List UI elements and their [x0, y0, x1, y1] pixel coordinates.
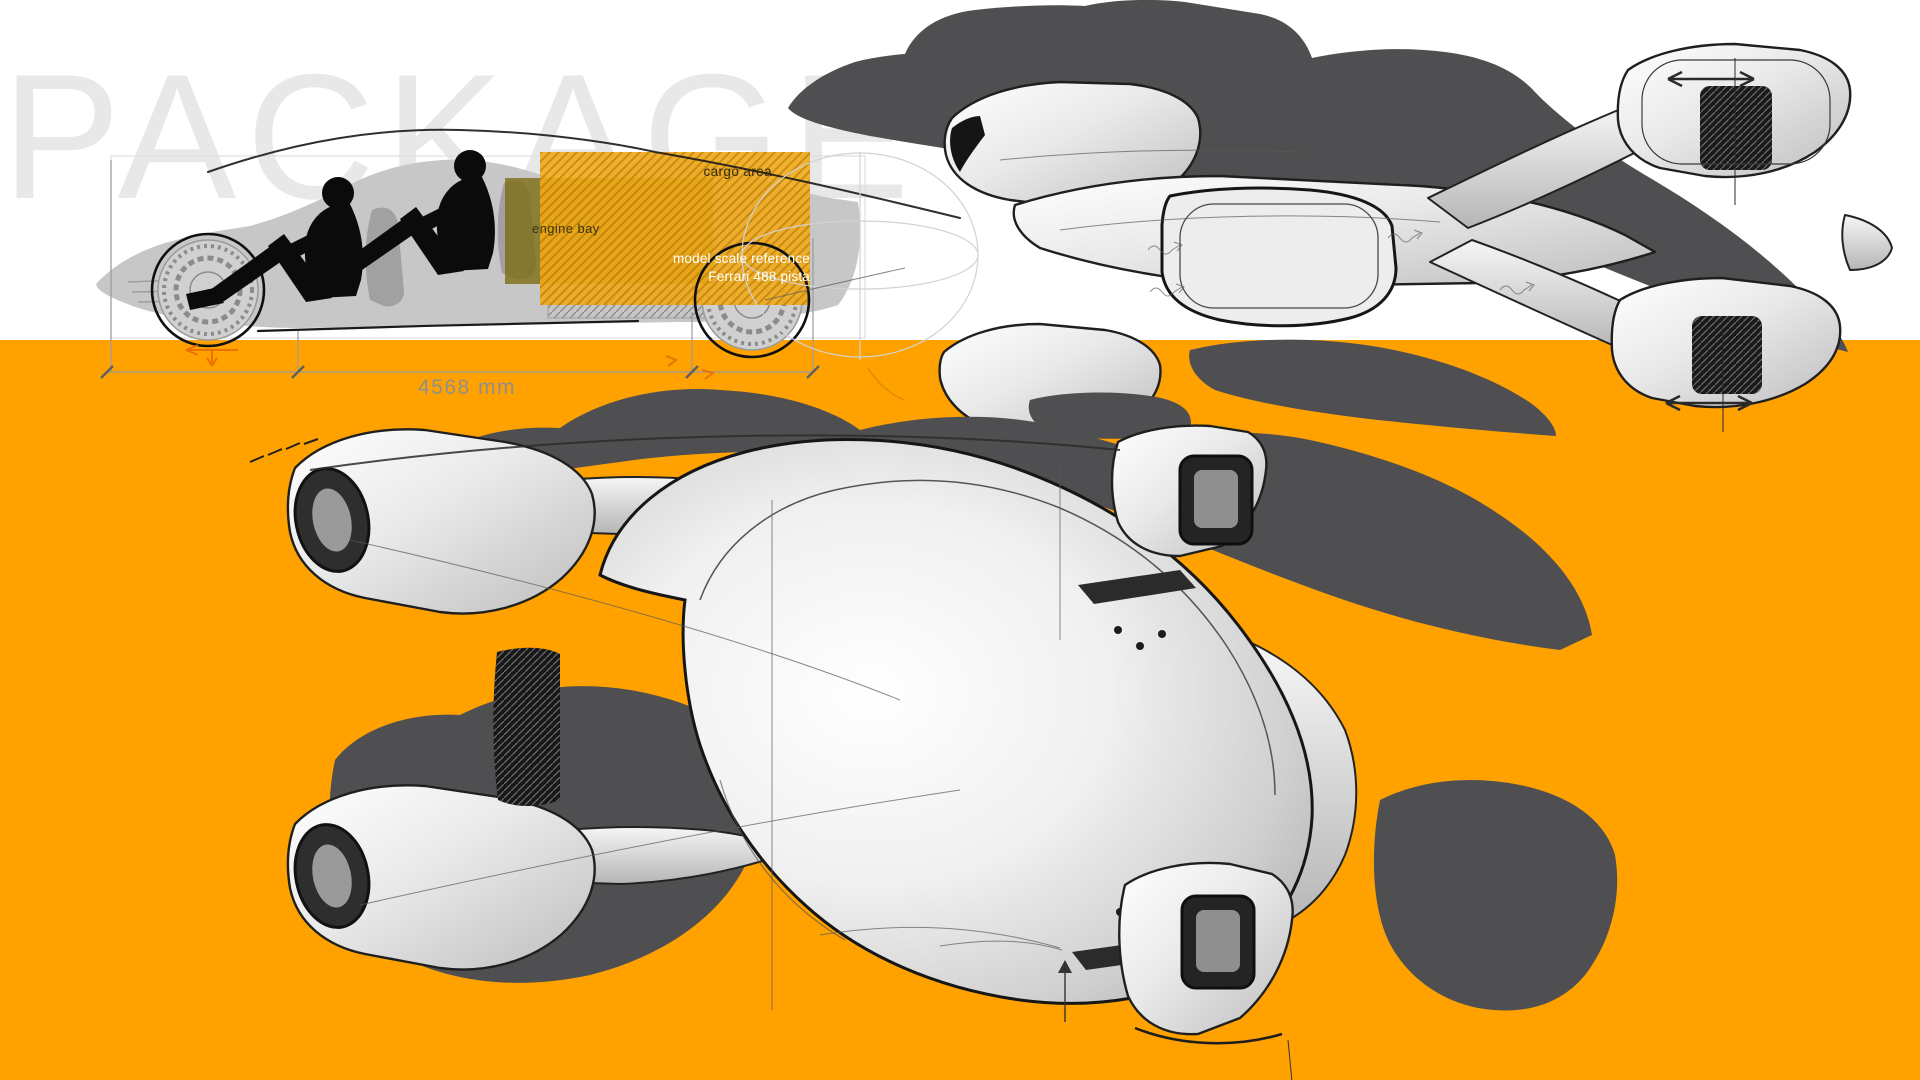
- accent-sketch-arrows: [185, 344, 905, 401]
- engine-bay-label: engine bay: [532, 221, 600, 236]
- top-view-width-arrows: [1665, 58, 1755, 432]
- cargo-area-label: cargo area: [703, 164, 772, 179]
- construction-circles: [741, 152, 979, 360]
- side-view-package-drawing: [96, 128, 961, 401]
- front-top-pod-dark-wedge: [950, 116, 985, 172]
- scale-reference-line2: Ferrari 488 pista: [708, 269, 810, 284]
- top-view-lower-shadow: [1189, 339, 1556, 436]
- rear-top-wheel-pod: [1616, 42, 1852, 179]
- canopy-arc-line: [207, 128, 961, 219]
- scale-reference-line1: model scale reference: [672, 251, 810, 266]
- model-scale-reference-label: model scale reference Ferrari 488 pista: [600, 250, 810, 286]
- center-intake-block: [493, 647, 560, 806]
- roofline-ink-stroke: [309, 434, 1121, 471]
- rear-tip: [1841, 214, 1893, 271]
- rear-left-wheel-pod: [286, 784, 596, 971]
- front-right-wheel-pod: [1110, 424, 1268, 558]
- rear-bottom-wheel-pod: [1610, 276, 1842, 409]
- upper-vent-slash: [1078, 570, 1196, 604]
- sketch-hairlines: [764, 149, 1535, 301]
- front-left-wheel-pod: [249, 428, 596, 615]
- model-scale-reference-ring: [693, 241, 811, 359]
- perspective-main-shadow: [424, 389, 1592, 650]
- front-wheel-ring: [150, 232, 266, 348]
- rear-right-wheel-pod: [1118, 861, 1294, 1080]
- perspective-right-shadow: [1373, 780, 1618, 1011]
- perspective-hairlines: [349, 465, 1063, 1010]
- top-view-sketch: [741, 0, 1893, 438]
- perspective-view-sketch: [249, 389, 1618, 1080]
- overall-length-label: 4568 mm: [417, 376, 517, 399]
- cargo-area-overlay: [540, 152, 810, 305]
- overall-length-dimension: [100, 160, 820, 379]
- ground-line: [256, 319, 640, 333]
- central-teardrop-body: [598, 438, 1314, 1005]
- cockpit-canopy: [1160, 186, 1398, 328]
- perspective-top-small-shadow: [1028, 392, 1191, 439]
- height-reference-arrow: [1058, 960, 1072, 1022]
- occupant-silhouette-driver: [186, 177, 363, 310]
